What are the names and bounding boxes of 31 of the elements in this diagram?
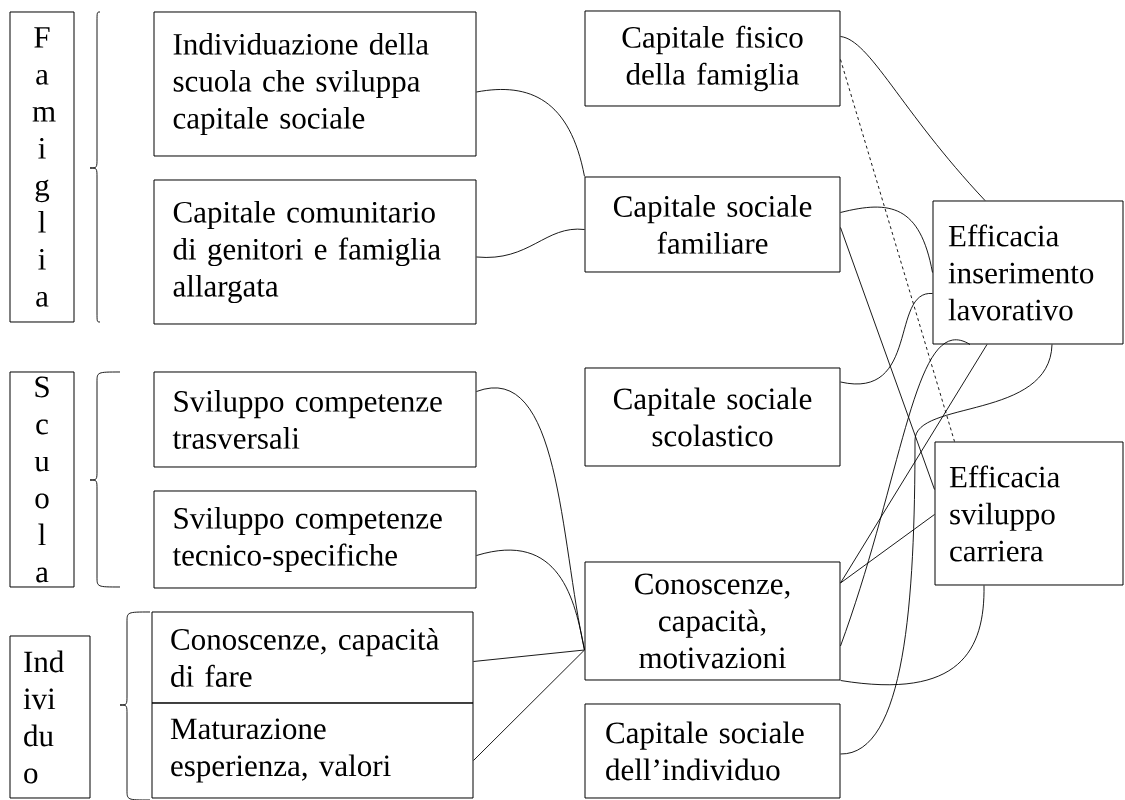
connector (840, 206, 933, 273)
process-box: Capitale sociale familiare (584, 176, 841, 273)
process-box: Sviluppo competenze trasversali (153, 371, 477, 468)
label-box: Ind ivi du o (9, 635, 91, 799)
connector (840, 585, 985, 686)
connector (473, 649, 585, 761)
connector (473, 649, 585, 662)
connector (476, 228, 585, 258)
label-box: F a m i g l i a (9, 11, 75, 323)
connector (840, 293, 933, 385)
connector (840, 59, 955, 442)
connector (840, 344, 988, 584)
connector (476, 89, 585, 177)
process-box: Conoscenze, capacità, motivazioni (584, 561, 841, 681)
label-box: S c u o l a (9, 371, 75, 588)
process-box: Capitale sociale scolastico (584, 367, 841, 467)
process-box: Capitale sociale dell’individuo (584, 703, 841, 799)
connector (476, 549, 585, 651)
connector (840, 227, 935, 490)
result-box: Efficacia inserimento lavorativo (932, 200, 1124, 345)
connector (840, 339, 971, 647)
process-box: Conoscenze, capacità di fare (151, 611, 474, 704)
process-box: Capitale fisico della famiglia (584, 10, 841, 107)
process-box: Sviluppo competenze tecnico-specifiche (153, 490, 477, 589)
process-box: Capitale comunitario di genitori e famiglia allargata (153, 179, 477, 325)
connector (840, 36, 986, 201)
connector (840, 514, 935, 584)
connector (840, 344, 1053, 755)
process-box: Individuazione della scuola che sviluppa capitale sociale (153, 11, 477, 157)
process-box: Maturazione esperienza, valori (151, 702, 474, 799)
result-box: Efficacia sviluppo carriera (934, 441, 1124, 586)
